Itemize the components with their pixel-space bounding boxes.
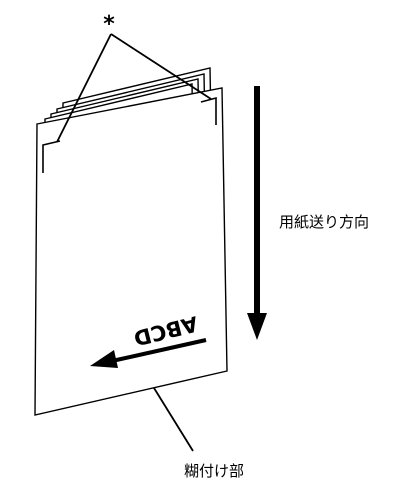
- glued-edge-label: 糊付け部: [184, 462, 244, 480]
- feed-direction-label: 用紙送り方向: [279, 213, 369, 231]
- asterisk-leaders: [56, 33, 212, 143]
- glue-edge-arrow-shaft: [111, 338, 207, 363]
- sheet-stack: [34, 67, 228, 416]
- asterisk-label: *: [103, 12, 115, 37]
- feed-direction-arrowhead-icon: [247, 313, 267, 340]
- sheet-front: [34, 87, 228, 416]
- corner-mark-left: [42, 140, 61, 173]
- glue-edge-arrowhead-icon: [90, 350, 118, 368]
- glued-edge-leader: [153, 387, 194, 452]
- corner-mark-right: [200, 96, 217, 125]
- corner-marks: [42, 96, 217, 173]
